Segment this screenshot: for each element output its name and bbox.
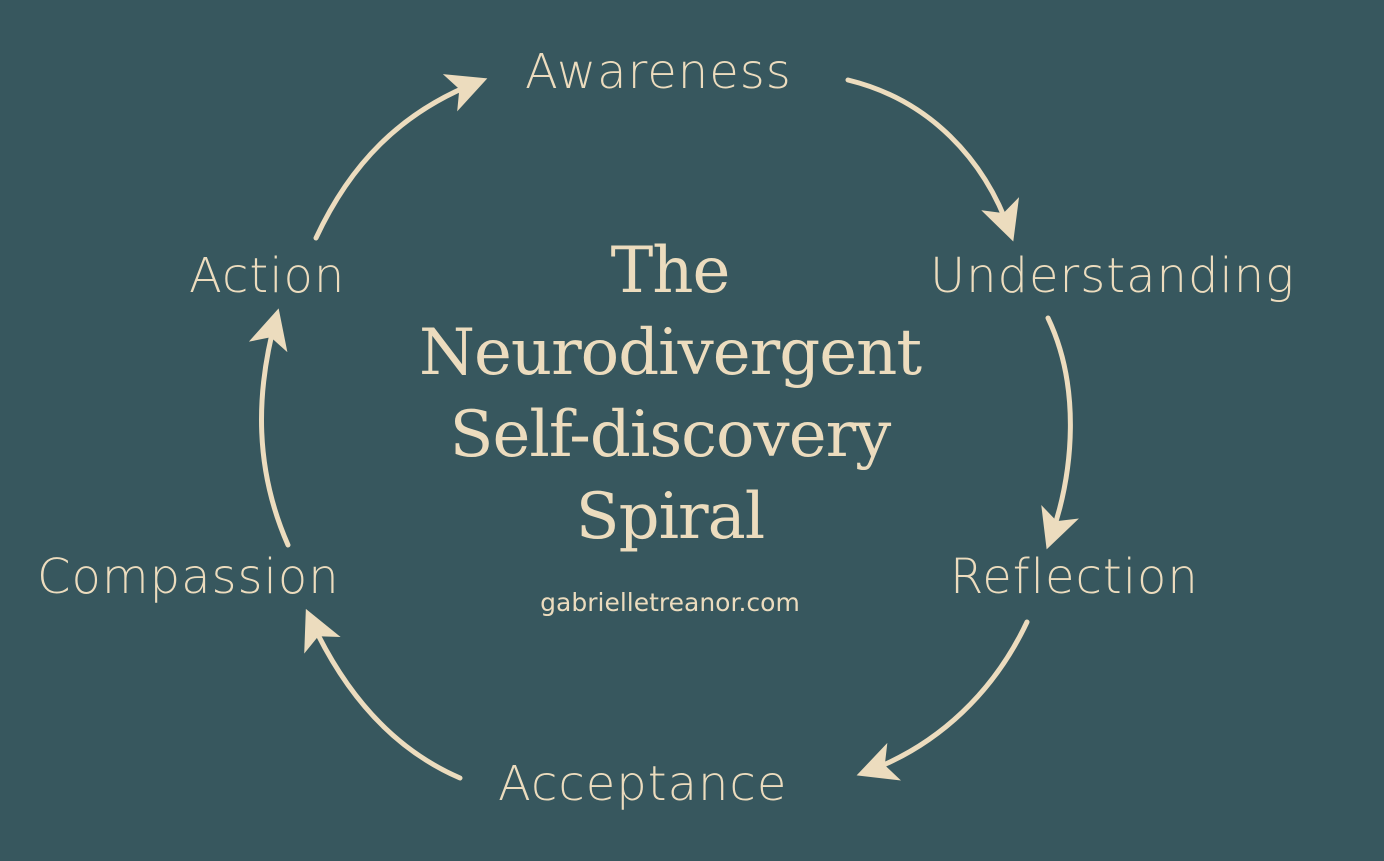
arrow-awareness-to-understanding [845, 77, 1020, 242]
diagram-title: The Neurodivergent Self-discovery Spiral [380, 230, 960, 558]
arrow-acceptance-to-compassion [304, 608, 463, 781]
stage-compassion: Compassion [37, 549, 340, 605]
arrow-compassion-to-action [248, 308, 291, 548]
website-credit: gabrielletreanor.com [540, 588, 800, 617]
stage-reflection: Reflection [950, 549, 1199, 605]
arrow-reflection-to-acceptance [856, 619, 1030, 781]
title-line-4: Spiral [575, 480, 766, 554]
stage-acceptance: Acceptance [498, 756, 788, 812]
title-line-2: Neurodivergent [418, 316, 922, 390]
stage-awareness: Awareness [525, 44, 792, 100]
arrow-understanding-to-reflection [1041, 315, 1079, 550]
arrow-action-to-awareness [313, 74, 488, 241]
title-line-3: Self-discovery [449, 398, 892, 472]
stage-action: Action [189, 248, 346, 304]
stage-understanding: Understanding [930, 248, 1295, 304]
title-line-1: The [610, 234, 731, 308]
